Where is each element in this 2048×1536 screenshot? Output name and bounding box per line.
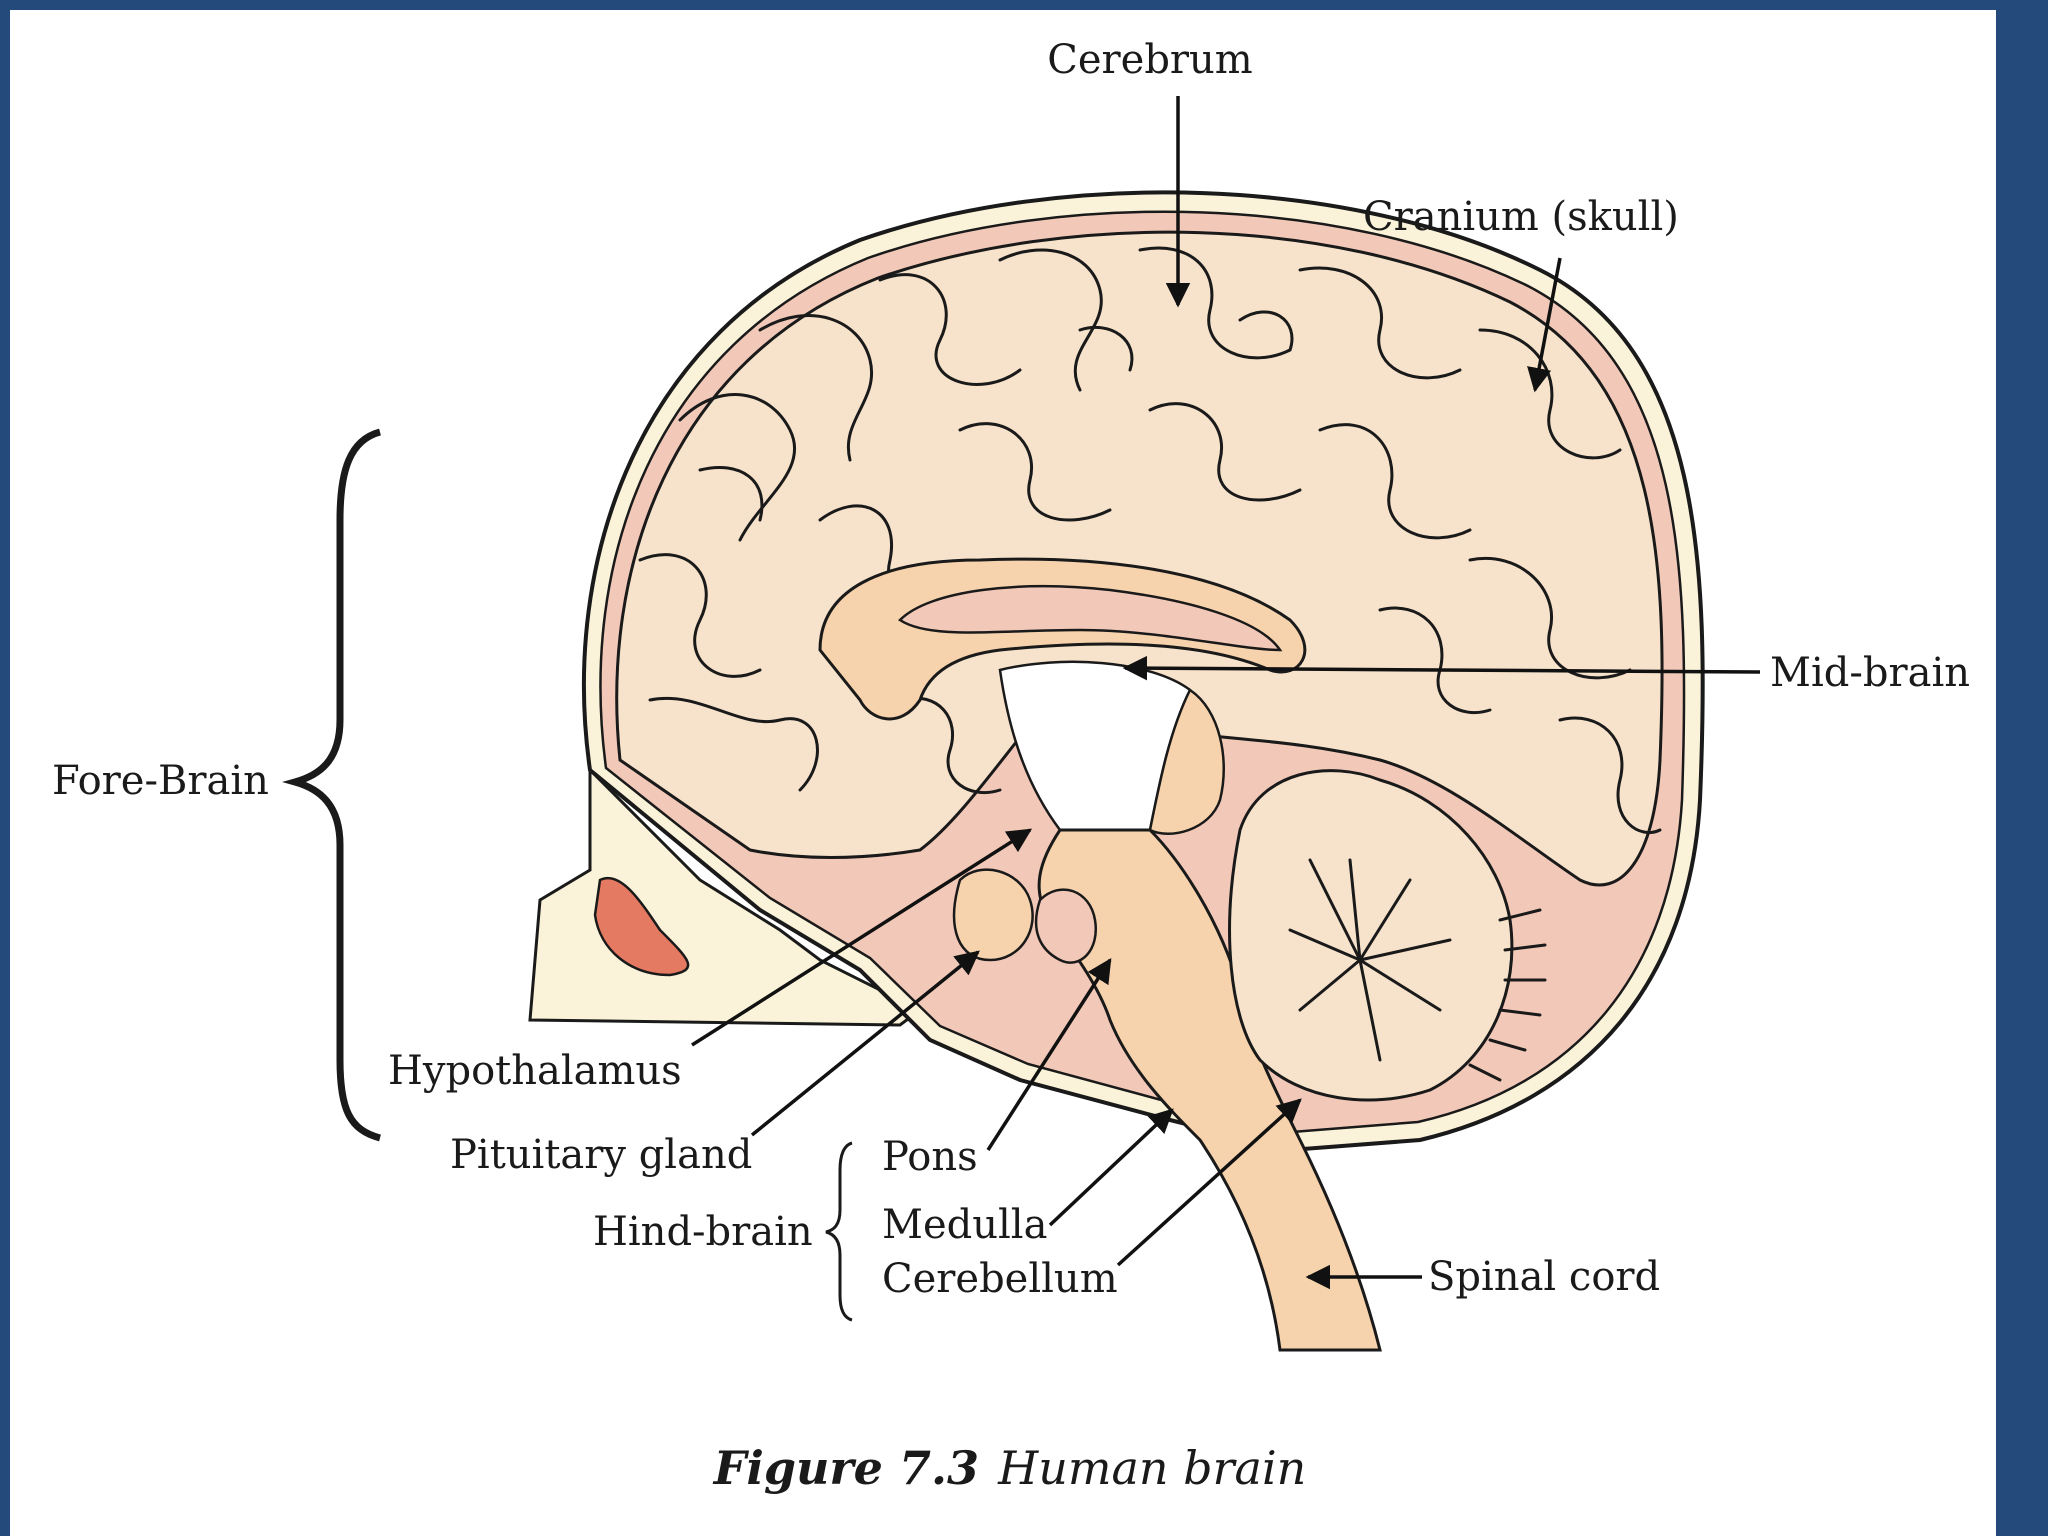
fore-brain-brace <box>282 428 382 1142</box>
label-fore-brain: Fore-Brain <box>52 758 269 804</box>
caption-number: Figure 7.3 <box>712 1441 979 1495</box>
cerebrum-region <box>615 230 1664 887</box>
eye-spot <box>593 876 690 977</box>
caption-title: Human brain <box>997 1441 1306 1495</box>
pons-pointer <box>986 957 1112 1151</box>
medulla-pointer <box>1048 1108 1174 1227</box>
cerebellum-region <box>1228 769 1514 1102</box>
pituitary-pointer <box>750 950 980 1137</box>
gyri-lines <box>638 246 1662 834</box>
arbor-vitae <box>1288 858 1452 1062</box>
hypothalamus-region <box>952 868 1034 962</box>
mid-brain-pointer <box>1122 655 1761 681</box>
lateral-ventricle <box>898 585 1283 652</box>
label-cerebrum: Cerebrum <box>1047 37 1253 83</box>
label-cranium: Cranium (skull) <box>1363 194 1679 240</box>
label-spinal-cord: Spinal cord <box>1428 1254 1660 1300</box>
label-medulla: Medulla <box>882 1202 1047 1248</box>
label-hind-brain: Hind-brain <box>593 1209 813 1255</box>
hypothalamus-pointer <box>691 828 1033 1047</box>
label-hypothalamus: Hypothalamus <box>388 1048 682 1094</box>
label-pituitary-gland: Pituitary gland <box>450 1132 752 1178</box>
figure-caption: Figure 7.3 Human brain <box>712 1441 1307 1495</box>
cerebellum-folia <box>1468 908 1547 1082</box>
hind-brain-brace <box>825 1141 853 1322</box>
cranium-pointer <box>1527 257 1562 393</box>
midbrain-stalk <box>1148 688 1225 835</box>
label-pons: Pons <box>882 1134 978 1180</box>
label-mid-brain: Mid-brain <box>1770 650 1970 696</box>
pituitary-region <box>1034 888 1098 964</box>
label-cerebellum: Cerebellum <box>882 1256 1118 1302</box>
cerebellum-pointer <box>1116 1098 1302 1267</box>
